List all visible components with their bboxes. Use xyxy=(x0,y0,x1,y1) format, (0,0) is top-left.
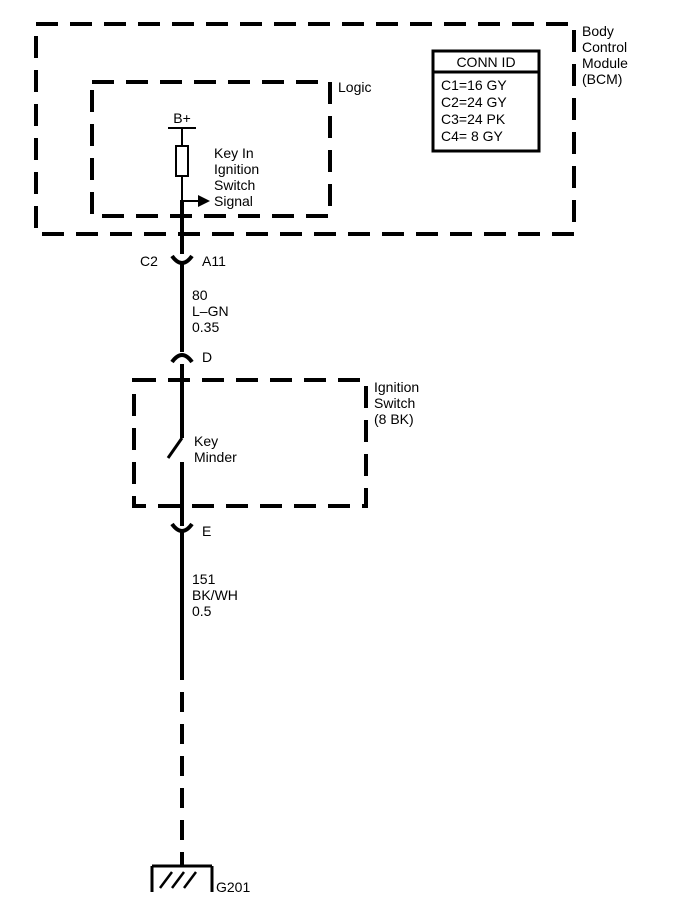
ground-icon xyxy=(150,862,214,892)
bcm-label-line-1: Body xyxy=(582,23,614,39)
pin-d-label: D xyxy=(202,349,212,365)
conn-id-row-1: C1=16 GY xyxy=(441,77,507,93)
signal-label-line-3: Switch xyxy=(214,177,255,193)
signal-label-line-2: Ignition xyxy=(214,161,259,177)
signal-label: Key In Ignition Switch Signal xyxy=(214,145,259,209)
wire-80-label: 80 L–GN 0.35 xyxy=(192,287,229,335)
bcm-label-line-4: (BCM) xyxy=(582,71,622,87)
conn-id-header: CONN ID xyxy=(456,54,515,70)
wire-151-label: 151 BK/WH 0.5 xyxy=(192,571,238,619)
key-minder-label: Key Minder xyxy=(194,433,237,465)
conn-id-row-3: C3=24 PK xyxy=(441,111,506,127)
conn-id-table: CONN ID C1=16 GY C2=24 GY C3=24 PK C4= 8… xyxy=(431,49,541,153)
wire-80-color: L–GN xyxy=(192,303,229,319)
ignition-switch-label: Ignition Switch (8 BK) xyxy=(374,379,419,427)
logic-label: Logic xyxy=(338,79,371,95)
ground-label: G201 xyxy=(216,879,250,895)
connector-c2-label: C2 xyxy=(140,253,158,269)
ignition-switch-boundary xyxy=(132,378,368,508)
bcm-label-line-3: Module xyxy=(582,55,628,71)
connector-c2-symbol xyxy=(170,254,194,265)
pin-e-label: E xyxy=(202,523,211,539)
ignition-switch-label-line-1: Ignition xyxy=(374,379,419,395)
wire-151-gauge: 0.5 xyxy=(192,603,212,619)
supply-label: B+ xyxy=(173,110,191,126)
bcm-label-line-2: Control xyxy=(582,39,627,55)
bcm-label: Body Control Module (BCM) xyxy=(582,23,628,87)
signal-arrow-head xyxy=(198,195,210,207)
key-minder-label-line-2: Minder xyxy=(194,449,237,465)
ignition-switch-label-line-2: Switch xyxy=(374,395,415,411)
wire-80-gauge: 0.35 xyxy=(192,319,219,335)
wire-151-circuit: 151 xyxy=(192,571,216,587)
logic-boundary xyxy=(90,80,332,218)
signal-label-line-4: Signal xyxy=(214,193,253,209)
connector-c2-pin-label: A11 xyxy=(202,253,226,269)
connector-d-symbol xyxy=(170,353,194,364)
key-minder-switch-contact xyxy=(166,437,184,459)
connector-e-symbol xyxy=(170,522,194,533)
conn-id-row-4: C4= 8 GY xyxy=(441,128,504,144)
resistor-symbol xyxy=(175,145,189,177)
conn-id-row-2: C2=24 GY xyxy=(441,94,507,110)
signal-label-line-1: Key In xyxy=(214,145,254,161)
wire-151-color: BK/WH xyxy=(192,587,238,603)
ignition-switch-label-line-3: (8 BK) xyxy=(374,411,414,427)
key-minder-label-line-1: Key xyxy=(194,433,218,449)
wire-80-circuit: 80 xyxy=(192,287,208,303)
